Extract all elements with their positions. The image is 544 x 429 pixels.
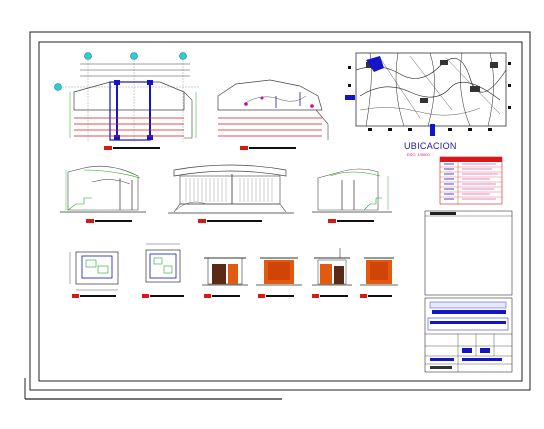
section-right — [312, 168, 392, 223]
detail-elevation-1 — [202, 257, 248, 298]
detail-elevation-2 — [256, 257, 302, 298]
inner-frame — [38, 41, 523, 382]
location-map — [345, 52, 511, 136]
small-plan-2 — [142, 243, 184, 298]
legend-table — [439, 156, 503, 205]
detail-elevation-4 — [360, 257, 398, 298]
small-plan-1 — [69, 251, 119, 298]
outer-frame — [29, 31, 531, 391]
location-title: UBICACION — [404, 141, 457, 151]
floor-plan-1 — [54, 52, 200, 150]
location-scale: ESC: 1/5000 — [407, 152, 430, 157]
front-elevation — [168, 164, 294, 223]
detail-elevation-3 — [312, 248, 352, 298]
title-block — [424, 210, 513, 373]
roof-plan — [217, 79, 329, 150]
section-left — [60, 165, 146, 223]
